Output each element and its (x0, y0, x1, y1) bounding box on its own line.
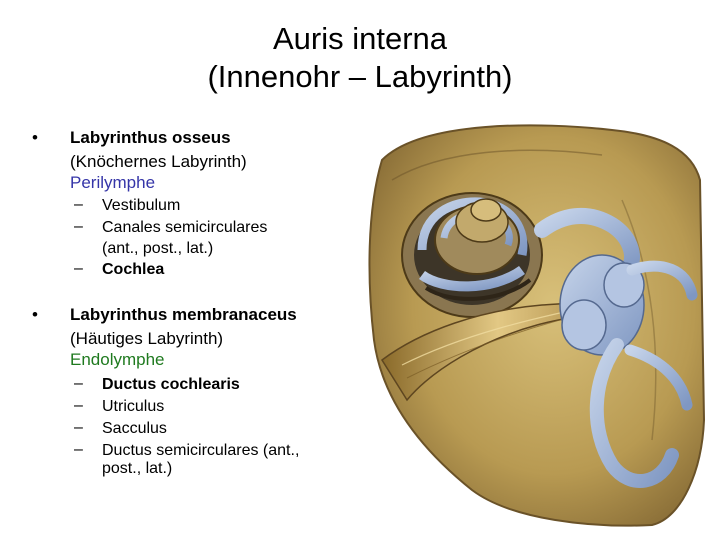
dash: – (74, 419, 83, 436)
item-ductus-cochlearis: Ductus cochlearis (102, 376, 240, 393)
subtitle-knoechernes: (Knöchernes Labyrinth) (70, 152, 247, 171)
title-line-1: Auris interna (272, 21, 448, 56)
heading-labyrinthus-osseus: Labyrinthus osseus (70, 128, 231, 147)
heading-labyrinthus-membranaceus: Labyrinthus membranaceus (70, 305, 297, 324)
semicircular-canals-shape (589, 260, 698, 488)
dash: – (74, 196, 83, 213)
inner-ear-labyrinth-illustration (368, 124, 706, 527)
item-utriculus: Utriculus (102, 398, 165, 415)
dash: – (74, 218, 83, 235)
bullet-2: • (32, 305, 38, 324)
subtitle-haeutiges: (Häutiges Labyrinth) (70, 329, 224, 348)
item-ductus-semicirculares: Ductus semicirculares (ant., (102, 442, 300, 459)
fluid-endolymphe: Endolymphe (70, 350, 165, 369)
dash: – (74, 260, 83, 277)
bullet-1: • (32, 128, 38, 147)
item-vestibulum: Vestibulum (102, 197, 181, 214)
dash: – (74, 441, 83, 458)
fluid-perilymphe: Perilymphe (70, 173, 156, 192)
item-ductus-semicirculares-cont: post., lat.) (102, 460, 173, 477)
item-cochlea: Cochlea (102, 261, 165, 278)
dash: – (74, 397, 83, 414)
item-canales-cont: (ant., post., lat.) (102, 240, 214, 257)
cochlea-shape (401, 192, 543, 318)
title-line-2: (Innenohr – Labyrinth) (207, 59, 513, 94)
dash: – (74, 375, 83, 392)
item-canales: Canales semicirculares (102, 219, 268, 236)
item-sacculus: Sacculus (102, 420, 167, 437)
